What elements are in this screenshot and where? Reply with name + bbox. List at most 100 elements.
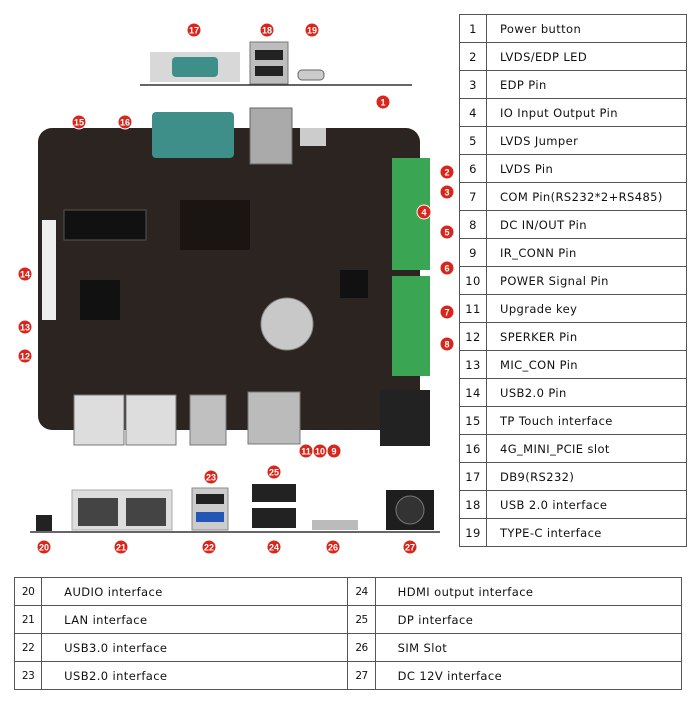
item-label: DC 12V interface — [374, 661, 683, 690]
callout-number: 5 — [444, 228, 449, 238]
item-label: DC IN/OUT Pin — [486, 210, 687, 239]
callout-number: 15 — [74, 118, 84, 128]
callout-marker: 9 — [326, 443, 342, 459]
item-number: 4 — [459, 98, 487, 127]
coin-battery — [260, 297, 314, 351]
item-label: TYPE-C interface — [486, 518, 687, 547]
item-label: 4G_MINI_PCIE slot — [486, 434, 687, 463]
item-number: 14 — [459, 378, 487, 407]
callout-marker: 2 — [439, 164, 455, 180]
callout-number: 27 — [405, 543, 415, 553]
item-number: 12 — [459, 322, 487, 351]
callout-marker: 21 — [113, 539, 129, 555]
item-label: MIC_CON Pin — [486, 350, 687, 379]
chip — [340, 270, 368, 298]
callout-marker: 7 — [439, 304, 455, 320]
pcb-board — [38, 128, 420, 430]
item-label: USB3.0 interface — [41, 633, 349, 662]
callout-marker: 12 — [17, 348, 33, 364]
item-label: Upgrade key — [486, 294, 687, 323]
item-number: 20 — [13, 577, 43, 606]
callout-number: 24 — [269, 543, 279, 553]
mini-pcie-slot — [63, 209, 147, 241]
callout-number: 11 — [301, 447, 311, 457]
lan-port — [125, 394, 177, 446]
item-label: Power button — [486, 14, 687, 43]
item-number: 18 — [459, 490, 487, 519]
callout-number: 4 — [421, 208, 426, 218]
callout-marker: 10 — [312, 443, 328, 459]
callout-number: 14 — [20, 270, 30, 280]
chip — [180, 200, 250, 250]
typec-on-board — [300, 128, 326, 146]
item-label: IR_CONN Pin — [486, 238, 687, 267]
item-number: 19 — [459, 518, 487, 547]
item-label: DP interface — [374, 605, 683, 634]
item-number: 26 — [347, 633, 376, 662]
callout-number: 9 — [331, 447, 336, 457]
hdmi-dp-port — [247, 391, 301, 445]
item-number: 23 — [13, 661, 43, 690]
callout-number: 25 — [269, 468, 279, 478]
item-label: COM Pin(RS232*2+RS485) — [486, 182, 687, 211]
usb-on-board — [249, 107, 293, 165]
item-label: SIM Slot — [374, 633, 683, 662]
callout-number: 21 — [116, 543, 126, 553]
item-number: 7 — [459, 182, 487, 211]
callout-marker: 4 — [416, 204, 432, 220]
item-label: IO Input Output Pin — [486, 98, 687, 127]
callout-marker: 26 — [325, 539, 341, 555]
callout-number: 10 — [315, 447, 325, 457]
callout-number: 13 — [20, 323, 30, 333]
callout-number: 12 — [20, 352, 30, 362]
item-number: 25 — [347, 605, 376, 634]
item-number: 9 — [459, 238, 487, 267]
item-number: 1 — [459, 14, 487, 43]
item-label: USB 2.0 interface — [486, 490, 687, 519]
callout-marker: 5 — [439, 224, 455, 240]
item-number: 15 — [459, 406, 487, 435]
item-label: POWER Signal Pin — [486, 266, 687, 295]
callout-marker: 15 — [71, 114, 87, 130]
callout-number: 3 — [444, 188, 449, 198]
hdmi-front — [252, 508, 296, 528]
terminal-block-com — [392, 276, 430, 376]
item-label: LVDS Pin — [486, 154, 687, 183]
callout-number: 7 — [444, 308, 449, 318]
item-label: AUDIO interface — [41, 577, 349, 606]
callout-marker: 24 — [266, 539, 282, 555]
lan-port — [73, 394, 125, 446]
callout-marker: 23 — [203, 469, 219, 485]
item-label: LVDS/EDP LED — [486, 42, 687, 71]
callout-marker: 11 — [298, 443, 314, 459]
item-label: EDP Pin — [486, 70, 687, 99]
callout-marker: 19 — [304, 22, 320, 38]
item-number: 21 — [13, 605, 43, 634]
item-number: 13 — [459, 350, 487, 379]
item-number: 2 — [459, 42, 487, 71]
item-number: 10 — [459, 266, 487, 295]
item-number: 6 — [459, 154, 487, 183]
callout-marker: 22 — [201, 539, 217, 555]
db9-on-board — [152, 112, 234, 158]
item-label: HDMI output interface — [374, 577, 683, 606]
callout-number: 1 — [380, 98, 385, 108]
callout-marker: 18 — [259, 22, 275, 38]
callout-marker: 1 — [375, 94, 391, 110]
callout-marker: 6 — [439, 260, 455, 276]
